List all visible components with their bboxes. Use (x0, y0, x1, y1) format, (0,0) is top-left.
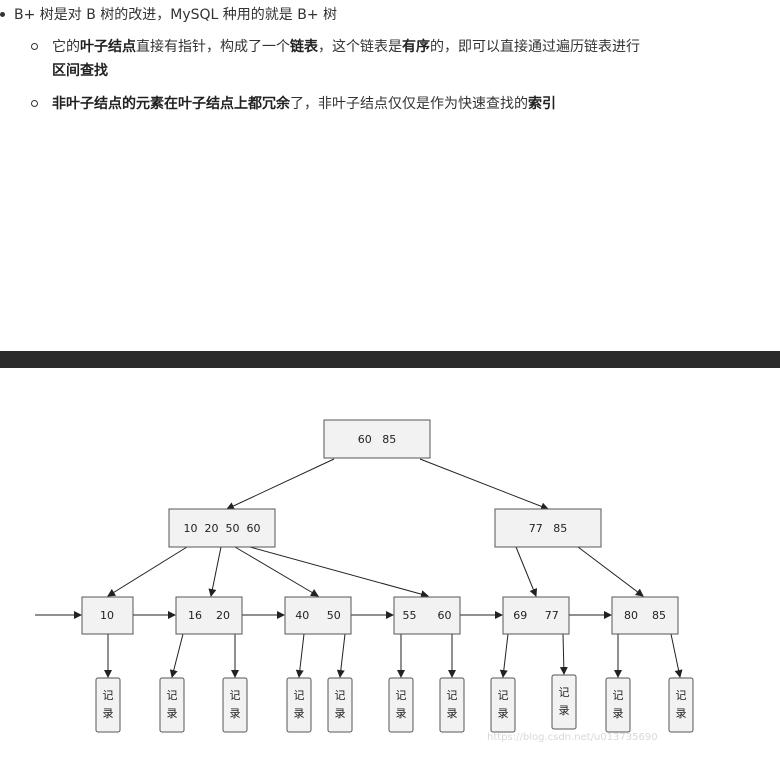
record-char-bottom: 录 (559, 704, 570, 717)
internal-node-right-label: 77 85 (529, 522, 567, 535)
record-char-top: 记 (335, 689, 346, 702)
bullet-dot (0, 12, 5, 17)
root-node: 60 85 (323, 419, 431, 459)
record-char-bottom: 录 (613, 707, 624, 720)
internal-node-left-label: 10 20 50 60 (184, 522, 261, 535)
record-box: 记 录 (222, 677, 248, 733)
bold-ordered: 有序 (402, 39, 430, 55)
bold-index: 索引 (528, 96, 556, 112)
record-char-top: 记 (498, 689, 509, 702)
root-node-label: 60 85 (358, 433, 396, 446)
bullet-sub1-line1: 它的叶子结点直接有指针，构成了一个链表，这个链表是有序的，即可以直接通过遍历链表… (52, 37, 640, 57)
record-char-top: 记 (294, 689, 305, 702)
bplus-tree-diagram: 60 85 10 20 50 60 77 85 10 16 20 40 50 5… (35, 419, 694, 743)
record-char-top: 记 (396, 689, 407, 702)
bold-linked-list: 链表 (290, 39, 318, 55)
record-char-top: 记 (559, 686, 570, 699)
text-span: ，这个链表是 (318, 39, 402, 55)
record-box: 记 录 (551, 674, 577, 730)
text-span: 直接有指针，构成了一个 (136, 39, 290, 55)
leaf-node: 55 60 (393, 596, 461, 635)
record-char-bottom: 录 (167, 707, 178, 720)
internal-node-right: 77 85 (494, 508, 602, 548)
record-char-bottom: 录 (103, 707, 114, 720)
record-box: 记 录 (286, 677, 312, 733)
bullet-circle (31, 100, 38, 107)
bullet-sub2: 非叶子结点的元素在叶子结点上都冗余了，非叶子结点仅仅是作为快速查找的索引 (52, 94, 556, 114)
bullet-sub1-line2: 区间查找 (52, 61, 108, 81)
record-char-top: 记 (167, 689, 178, 702)
record-char-bottom: 录 (447, 707, 458, 720)
leaf-label: 55 60 (403, 609, 452, 622)
leaf-label: 16 20 (188, 609, 230, 622)
record-box: 记 录 (439, 677, 465, 733)
dark-divider-bar (0, 351, 780, 368)
record-box: 记 录 (605, 677, 631, 733)
record-box: 记 录 (490, 677, 516, 733)
record-char-bottom: 录 (396, 707, 407, 720)
leaf-node: 16 20 (175, 596, 243, 635)
text-span: 的，即可以直接通过遍历链表进行 (430, 39, 640, 55)
bullet-main: B+ 树是对 B 树的改进，MySQL 种用的就是 B+ 树 (14, 5, 337, 25)
record-char-bottom: 录 (294, 707, 305, 720)
bold-leaf-node: 叶子结点 (80, 39, 136, 55)
leaf-node: 10 (81, 596, 134, 635)
leaf-label: 69 77 (513, 609, 558, 622)
text-span: 了，非叶子结点仅仅是作为快速查找的 (290, 96, 528, 112)
record-box: 记 录 (327, 677, 353, 733)
record-char-top: 记 (103, 689, 114, 702)
record-char-bottom: 录 (230, 707, 241, 720)
record-char-bottom: 录 (676, 707, 687, 720)
record-boxes: 记 录 记 录 记 录 记 录 记 录 记 录 记 (95, 674, 694, 733)
record-char-top: 记 (613, 689, 624, 702)
leaf-node: 69 77 (502, 596, 570, 635)
record-char-top: 记 (447, 689, 458, 702)
leaf-label: 10 (100, 609, 114, 622)
record-char-top: 记 (676, 689, 687, 702)
bold-redundant: 非叶子结点的元素在叶子结点上都冗余 (52, 96, 290, 112)
leaf-label: 40 50 (295, 609, 340, 622)
tree-edges (35, 458, 683, 678)
record-box: 记 录 (388, 677, 414, 733)
leaf-label: 80 85 (624, 609, 666, 622)
record-char-bottom: 录 (498, 707, 509, 720)
internal-node-left: 10 20 50 60 (168, 508, 276, 548)
bold-range-query: 区间查找 (52, 63, 108, 79)
bullet-main-text: B+ 树是对 B 树的改进，MySQL 种用的就是 B+ 树 (14, 7, 338, 23)
leaf-node: 40 50 (284, 596, 352, 635)
bullet-circle (31, 43, 38, 50)
record-box: 记 录 (159, 677, 185, 733)
watermark: https://blog.csdn.net/u013735690 (487, 732, 658, 743)
text-span: 它的 (52, 39, 80, 55)
leaf-node: 80 85 (611, 596, 679, 635)
record-box: 记 录 (668, 677, 694, 733)
record-box: 记 录 (95, 677, 121, 733)
record-char-bottom: 录 (335, 707, 346, 720)
record-char-top: 记 (230, 689, 241, 702)
